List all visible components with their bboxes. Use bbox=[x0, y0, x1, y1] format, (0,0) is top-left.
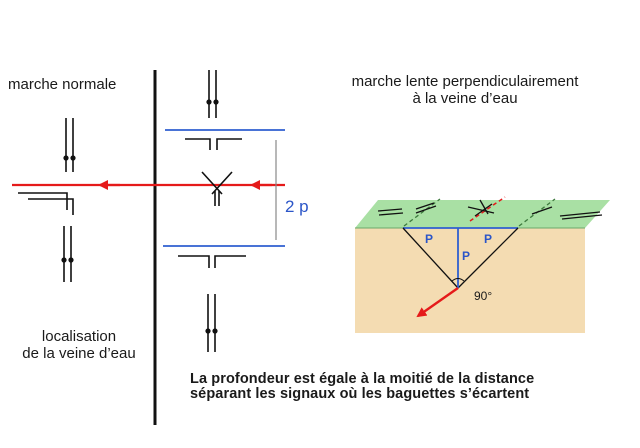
triangle-right bbox=[457, 227, 519, 289]
p-label-left: P bbox=[425, 232, 434, 246]
right-rods-bottom bbox=[205, 294, 218, 352]
rods-spreading-top bbox=[185, 138, 242, 150]
vein-surface-projection bbox=[469, 196, 506, 222]
angle-label: 90° bbox=[474, 289, 493, 303]
conclusion-line-2: séparant les signaux où les baguettes s’… bbox=[190, 386, 530, 402]
surface-band bbox=[355, 200, 610, 228]
cross-section bbox=[355, 196, 610, 333]
ground-block bbox=[355, 228, 585, 333]
left-rods-top bbox=[63, 118, 76, 172]
left-rods-deflected bbox=[18, 192, 74, 215]
localisation-label: localisation de la veine d’eau bbox=[0, 328, 158, 362]
vein-arrow bbox=[416, 287, 459, 318]
left-rods-bottom bbox=[61, 226, 74, 282]
p-label-depth: P bbox=[462, 249, 471, 263]
slow-walk-label: marche lente perpendiculairement à la ve… bbox=[320, 73, 610, 107]
distance-label: 2 p bbox=[285, 197, 309, 216]
localisation-line-2: de la veine d’eau bbox=[22, 345, 136, 362]
localisation-line-1: localisation bbox=[41, 328, 117, 345]
right-angle-mark bbox=[451, 278, 465, 282]
rods-crossed bbox=[201, 171, 233, 206]
slow-walk-line-2: à la veine d’eau bbox=[412, 90, 518, 107]
normal-walk-label: marche normale bbox=[8, 76, 117, 93]
conclusion-text: La profondeur est égale à la moitié de l… bbox=[190, 372, 534, 402]
surface-rods bbox=[377, 199, 603, 220]
triangle-left bbox=[402, 227, 459, 289]
rods-spreading-bottom bbox=[178, 255, 246, 268]
right-rods-top bbox=[206, 70, 219, 118]
conclusion-line-1: La profondeur est égale à la moitié de l… bbox=[190, 371, 535, 387]
slow-walk-line-1: marche lente perpendiculairement bbox=[351, 73, 579, 90]
p-label-right: P bbox=[484, 232, 493, 246]
